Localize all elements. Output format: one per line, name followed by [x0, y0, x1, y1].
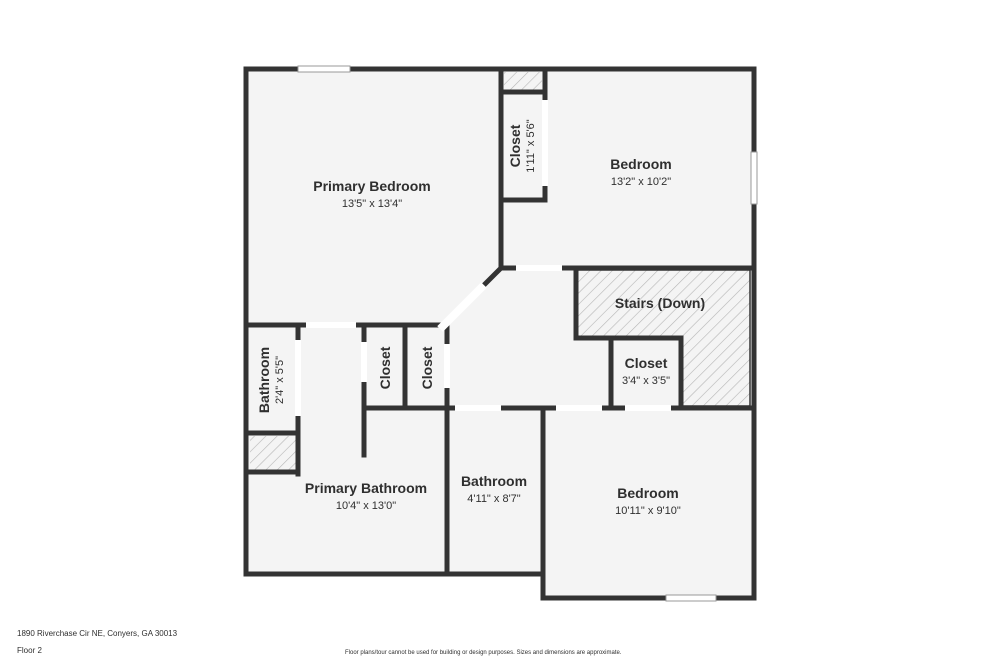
label-closet-right: Closet: [625, 355, 668, 371]
door-closet-mid1: [361, 342, 367, 382]
door-bedroom-top: [516, 265, 562, 271]
door-bathroom: [455, 405, 501, 411]
footer-disclaimer: Floor plans/tour cannot be used for buil…: [345, 650, 622, 656]
label-closet-top: Closet: [507, 124, 523, 167]
dims-primary-bedroom: 13'5" x 13'4": [342, 198, 402, 210]
label-stairs: Stairs (Down): [615, 295, 705, 311]
door-closet-top: [542, 100, 548, 186]
window-primary-bedroom: [297, 65, 351, 73]
door-bedroom-bottom: [556, 405, 602, 411]
window-bedroom-top: [750, 151, 758, 205]
label-bedroom-top: Bedroom: [610, 156, 671, 172]
floor-area: [246, 69, 754, 598]
label-closet-mid2: Closet: [419, 346, 435, 389]
dims-closet-right: 3'4" x 3'5": [622, 375, 670, 387]
hatch-chase-top: [504, 72, 542, 90]
label-primary-bedroom: Primary Bedroom: [313, 178, 430, 194]
footer-address: 1890 Riverchase Cir NE, Conyers, GA 3001…: [17, 629, 178, 638]
door-closet-mid2: [444, 344, 450, 388]
dims-bedroom-top: 13'2" x 10'2": [611, 176, 671, 188]
label-bedroom-bottom: Bedroom: [617, 485, 678, 501]
label-bathroom-small: Bathroom: [256, 347, 272, 413]
hatch-chase-left: [250, 436, 296, 472]
openings: [295, 65, 758, 602]
dims-bedroom-bottom: 10'11" x 9'10": [615, 505, 681, 517]
dims-bathroom: 4'11" x 8'7": [467, 493, 520, 505]
door-primary-bath: [306, 322, 356, 328]
door-bathroom-small: [295, 340, 301, 416]
window-bedroom-bottom: [665, 594, 717, 602]
label-bathroom: Bathroom: [461, 473, 527, 489]
label-closet-mid1: Closet: [377, 346, 393, 389]
door-closet-right: [625, 405, 671, 411]
door-primary-bedroom: [437, 282, 487, 332]
footer-floor: Floor 2: [17, 646, 42, 655]
dims-bathroom-small: 2'4" x 5'5": [274, 356, 286, 404]
dims-closet-top: 1'11" x 5'6": [525, 119, 537, 172]
dims-primary-bathroom: 10'4" x 13'0": [336, 500, 396, 512]
label-primary-bathroom: Primary Bathroom: [305, 480, 427, 496]
